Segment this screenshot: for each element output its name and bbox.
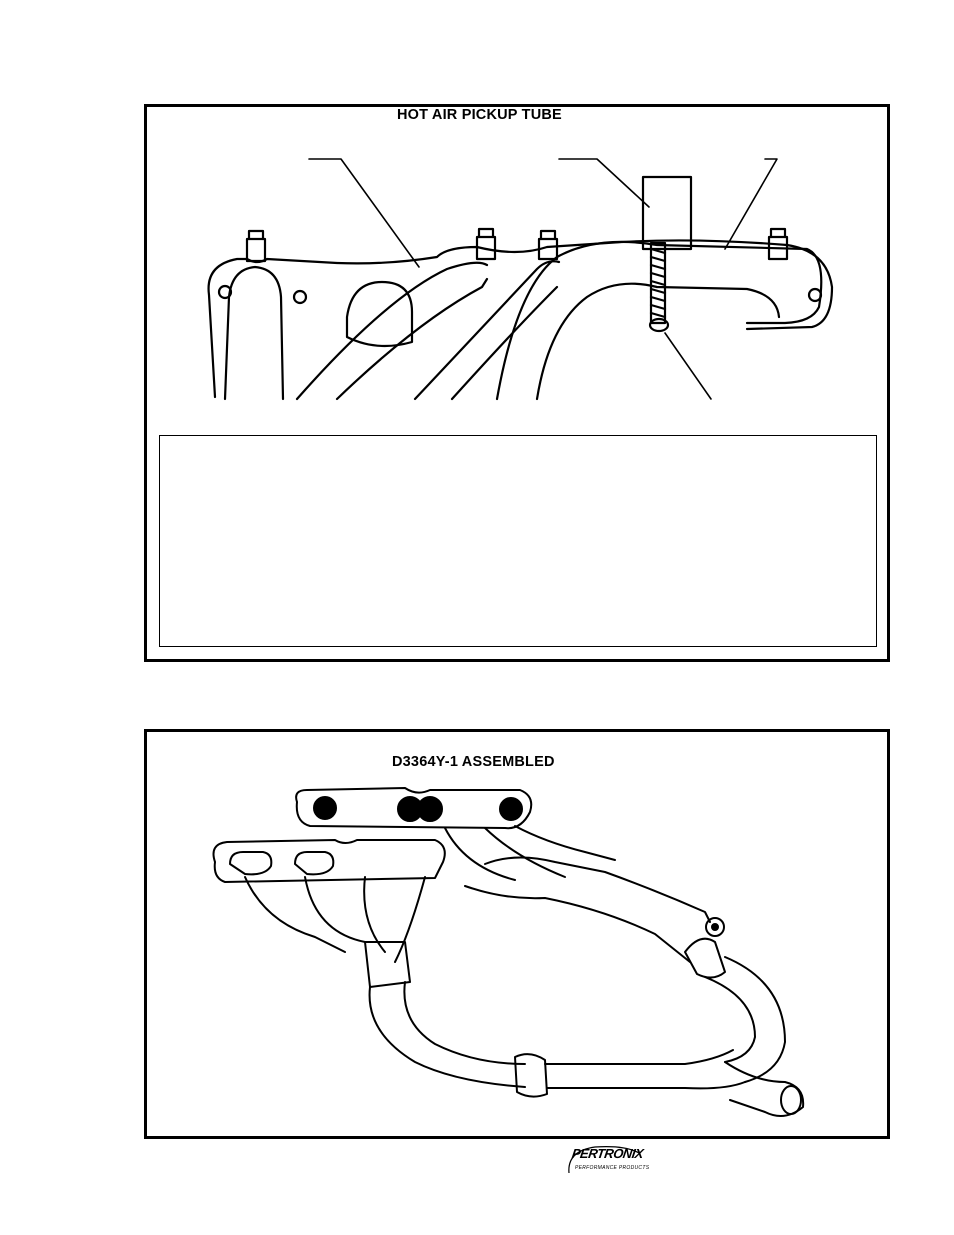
figure-title: HOT AIR PICKUP TUBE bbox=[397, 107, 562, 123]
figure-title: D3364Y-1 ASSEMBLED bbox=[392, 754, 555, 770]
logo-tagline: PERFORMANCE PRODUCTS bbox=[575, 1165, 650, 1171]
pertronix-logo: PERTRONIX PERFORMANCE PRODUCTS bbox=[565, 1143, 649, 1183]
assembled-header-figure: D3364Y-1 ASSEMBLED bbox=[144, 729, 890, 1139]
note-box bbox=[159, 435, 877, 647]
hot-air-pickup-figure: HOT AIR PICKUP TUBE bbox=[144, 104, 890, 662]
logo-swoosh-icon bbox=[568, 1146, 640, 1174]
header-assembly-illustration bbox=[212, 787, 805, 1117]
exhaust-manifold-illustration bbox=[207, 158, 834, 401]
logo-brand: PERTRONIX bbox=[570, 1146, 645, 1161]
